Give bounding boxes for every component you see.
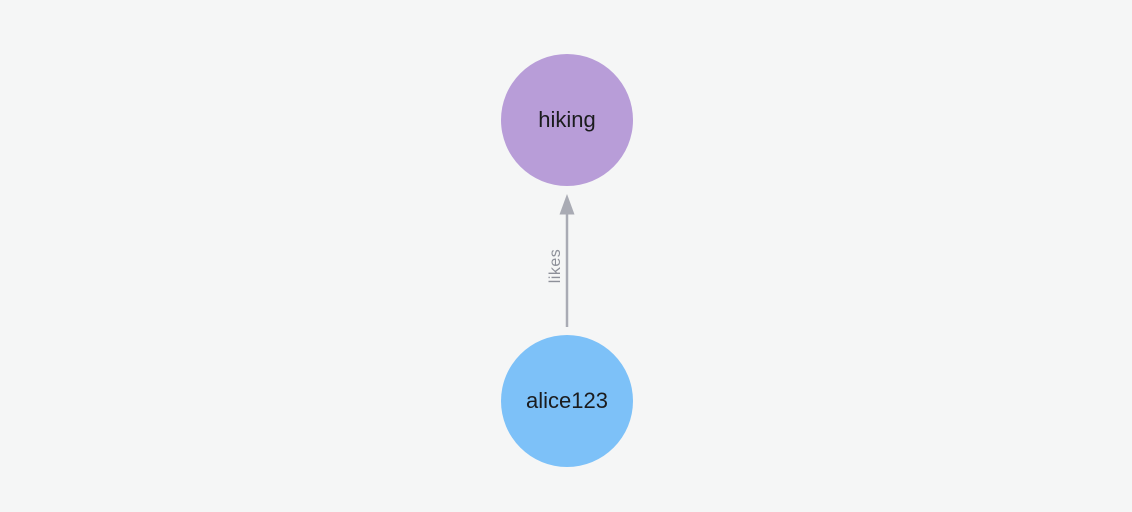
edge-likes[interactable] [559, 194, 575, 327]
edge-label-likes: likes [547, 248, 564, 284]
node-label: hiking [538, 107, 596, 132]
graph-node-alice123[interactable]: alice123 [501, 335, 633, 467]
node-label: alice123 [526, 388, 608, 413]
graph-node-hiking[interactable]: hiking [501, 54, 633, 186]
arrowhead-icon [559, 194, 575, 215]
